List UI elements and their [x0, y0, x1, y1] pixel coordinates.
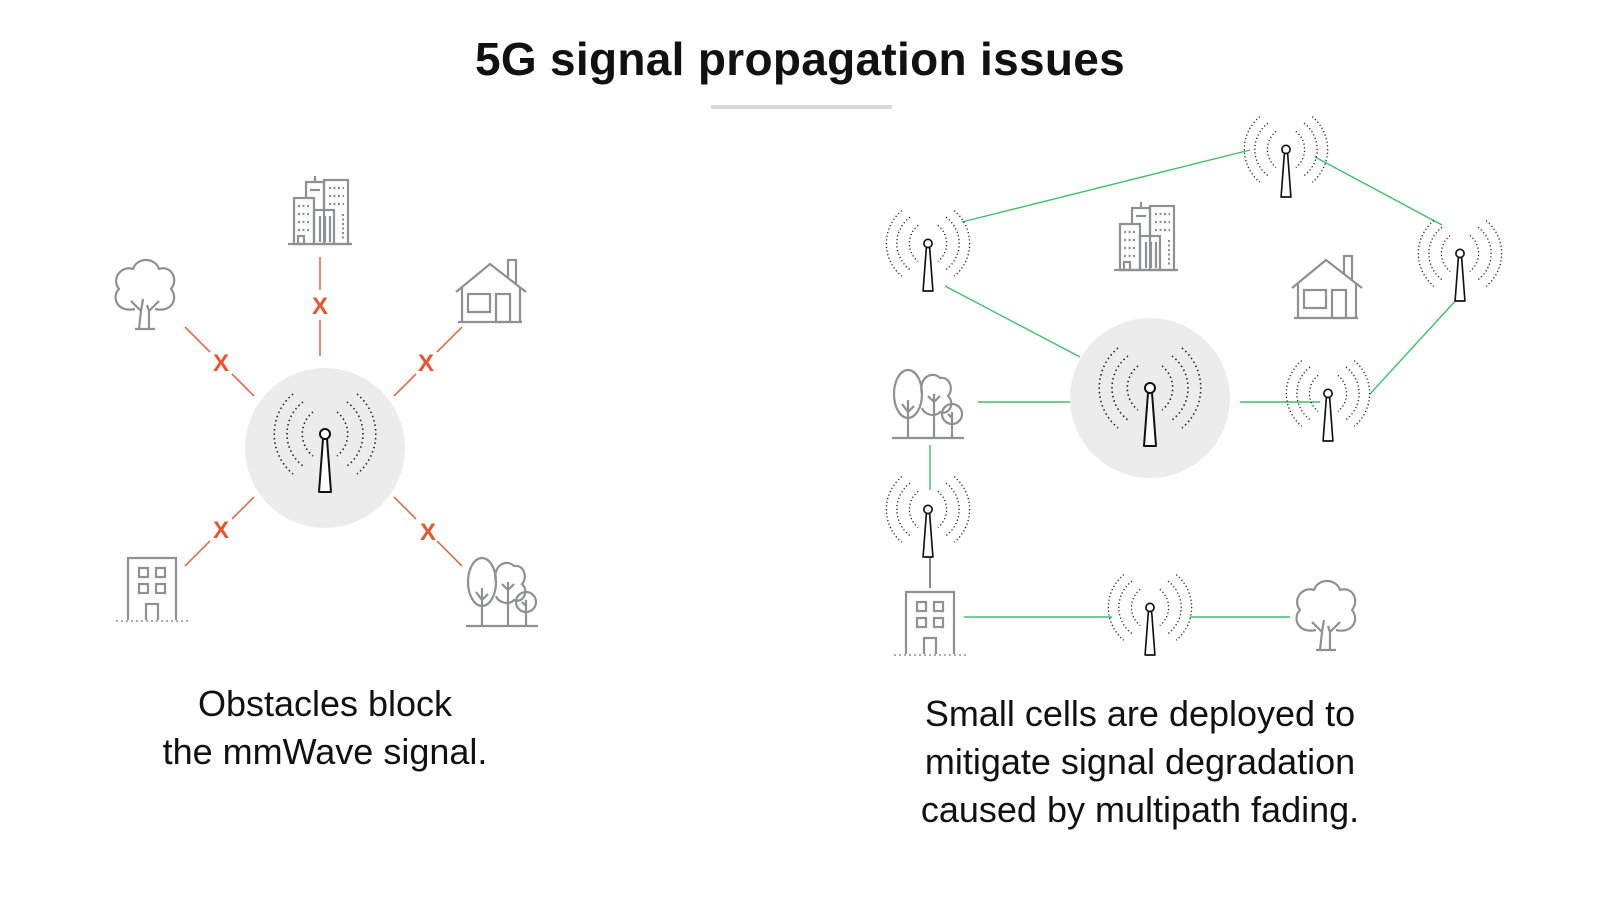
right-caption-line: Small cells are deployed to: [924, 693, 1356, 734]
small-cell-icon: [1417, 219, 1503, 302]
right-panel: [885, 115, 1503, 657]
small-cell-icon: [885, 209, 971, 292]
office-buildings-icon: [1112, 200, 1180, 272]
connection-lines: [929, 149, 1459, 618]
x-icon: X: [312, 293, 328, 320]
blocked-signal-lines: [184, 257, 463, 567]
small-cell-icon: [885, 475, 971, 558]
x-icon: X: [213, 350, 229, 377]
house-icon: [1290, 254, 1364, 320]
right-caption-line: caused by multipath fading.: [920, 789, 1360, 830]
tree-group-icon: [464, 556, 540, 628]
office-buildings-icon: [286, 174, 354, 246]
left-caption: Obstacles block the mmWave signal.: [120, 680, 530, 776]
apartment-building-icon: [892, 590, 968, 657]
page-title: 5G signal propagation issues: [475, 33, 1125, 85]
block-markers: X X X X X: [213, 293, 436, 546]
tree-icon: [1295, 579, 1357, 652]
left-panel: X X X X X: [114, 174, 540, 628]
house-icon: [454, 258, 528, 324]
x-icon: X: [213, 517, 229, 544]
tree-icon: [114, 258, 176, 331]
right-caption: Small cells are deployed to mitigate sig…: [880, 690, 1400, 834]
right-caption-line: mitigate signal degradation: [924, 741, 1356, 782]
small-cell-icon: [1107, 573, 1193, 656]
left-caption-line: Obstacles block: [197, 683, 453, 724]
left-caption-line: the mmWave signal.: [162, 731, 488, 772]
x-icon: X: [420, 519, 436, 546]
small-cell-icon: [1285, 359, 1371, 442]
x-icon: X: [418, 350, 434, 377]
apartment-building-icon: [114, 556, 190, 623]
title-divider: [711, 105, 892, 109]
tree-group-icon: [890, 368, 966, 440]
